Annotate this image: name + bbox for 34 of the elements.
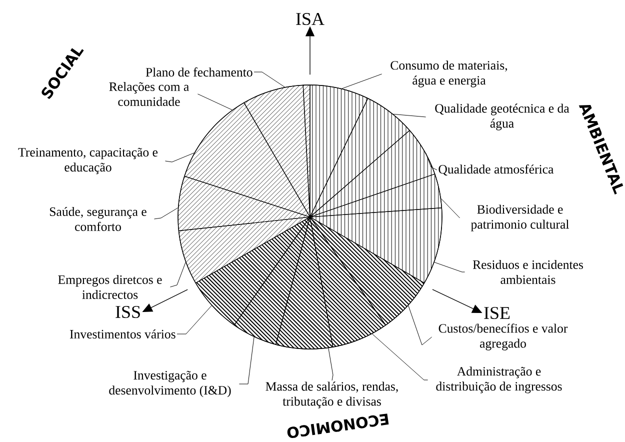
leader-line	[197, 94, 232, 110]
leader-line	[254, 72, 285, 88]
item-label: Empregos diretcos e indicrectos	[58, 275, 162, 299]
item-label: Massa de salários, rendas, tributação e divisas	[266, 382, 398, 408]
item-label: Plano de fechamento	[146, 67, 252, 77]
leader-line	[342, 74, 382, 89]
item-label: Relações com a comunidade	[109, 82, 189, 106]
indicator-label: ISS	[116, 306, 140, 318]
item-label: Treinamento, capacitação e educação	[18, 148, 158, 174]
leader-line	[238, 336, 254, 384]
leader-line	[176, 305, 212, 334]
leader-line	[434, 262, 466, 272]
leader-line	[393, 114, 426, 118]
leader-line	[170, 262, 186, 288]
item-label: Residuos e incidentes ambientais	[472, 260, 583, 284]
category-label: ECONOMICO	[287, 414, 389, 438]
item-label: Consumo de materiais, água e energia	[390, 60, 508, 88]
leader-line	[426, 152, 438, 170]
item-label: Biodiversidade e patrimonio cultural	[470, 204, 569, 232]
leader-line	[328, 348, 334, 381]
item-label: Investimentos vários	[70, 330, 176, 338]
item-label: Investigação e desenvolvimento (I&D)	[109, 370, 231, 398]
item-label: Qualidade atmosférica	[438, 164, 554, 176]
indicator-label: ISA	[296, 12, 324, 26]
item-label: Administração e distribuição de ingressos	[436, 366, 562, 394]
leader-line	[408, 305, 432, 346]
leader-line	[440, 198, 460, 218]
leader-line	[154, 208, 178, 220]
leader-line	[164, 152, 194, 162]
indicator-label: ISE	[484, 306, 510, 320]
item-label: Saúde, segurança e comforto	[50, 207, 146, 231]
item-label: Qualidade geotécnica e da água	[435, 104, 570, 130]
leader-line	[372, 334, 428, 380]
item-label: Custos/benecífios e valor agregado	[438, 324, 568, 350]
